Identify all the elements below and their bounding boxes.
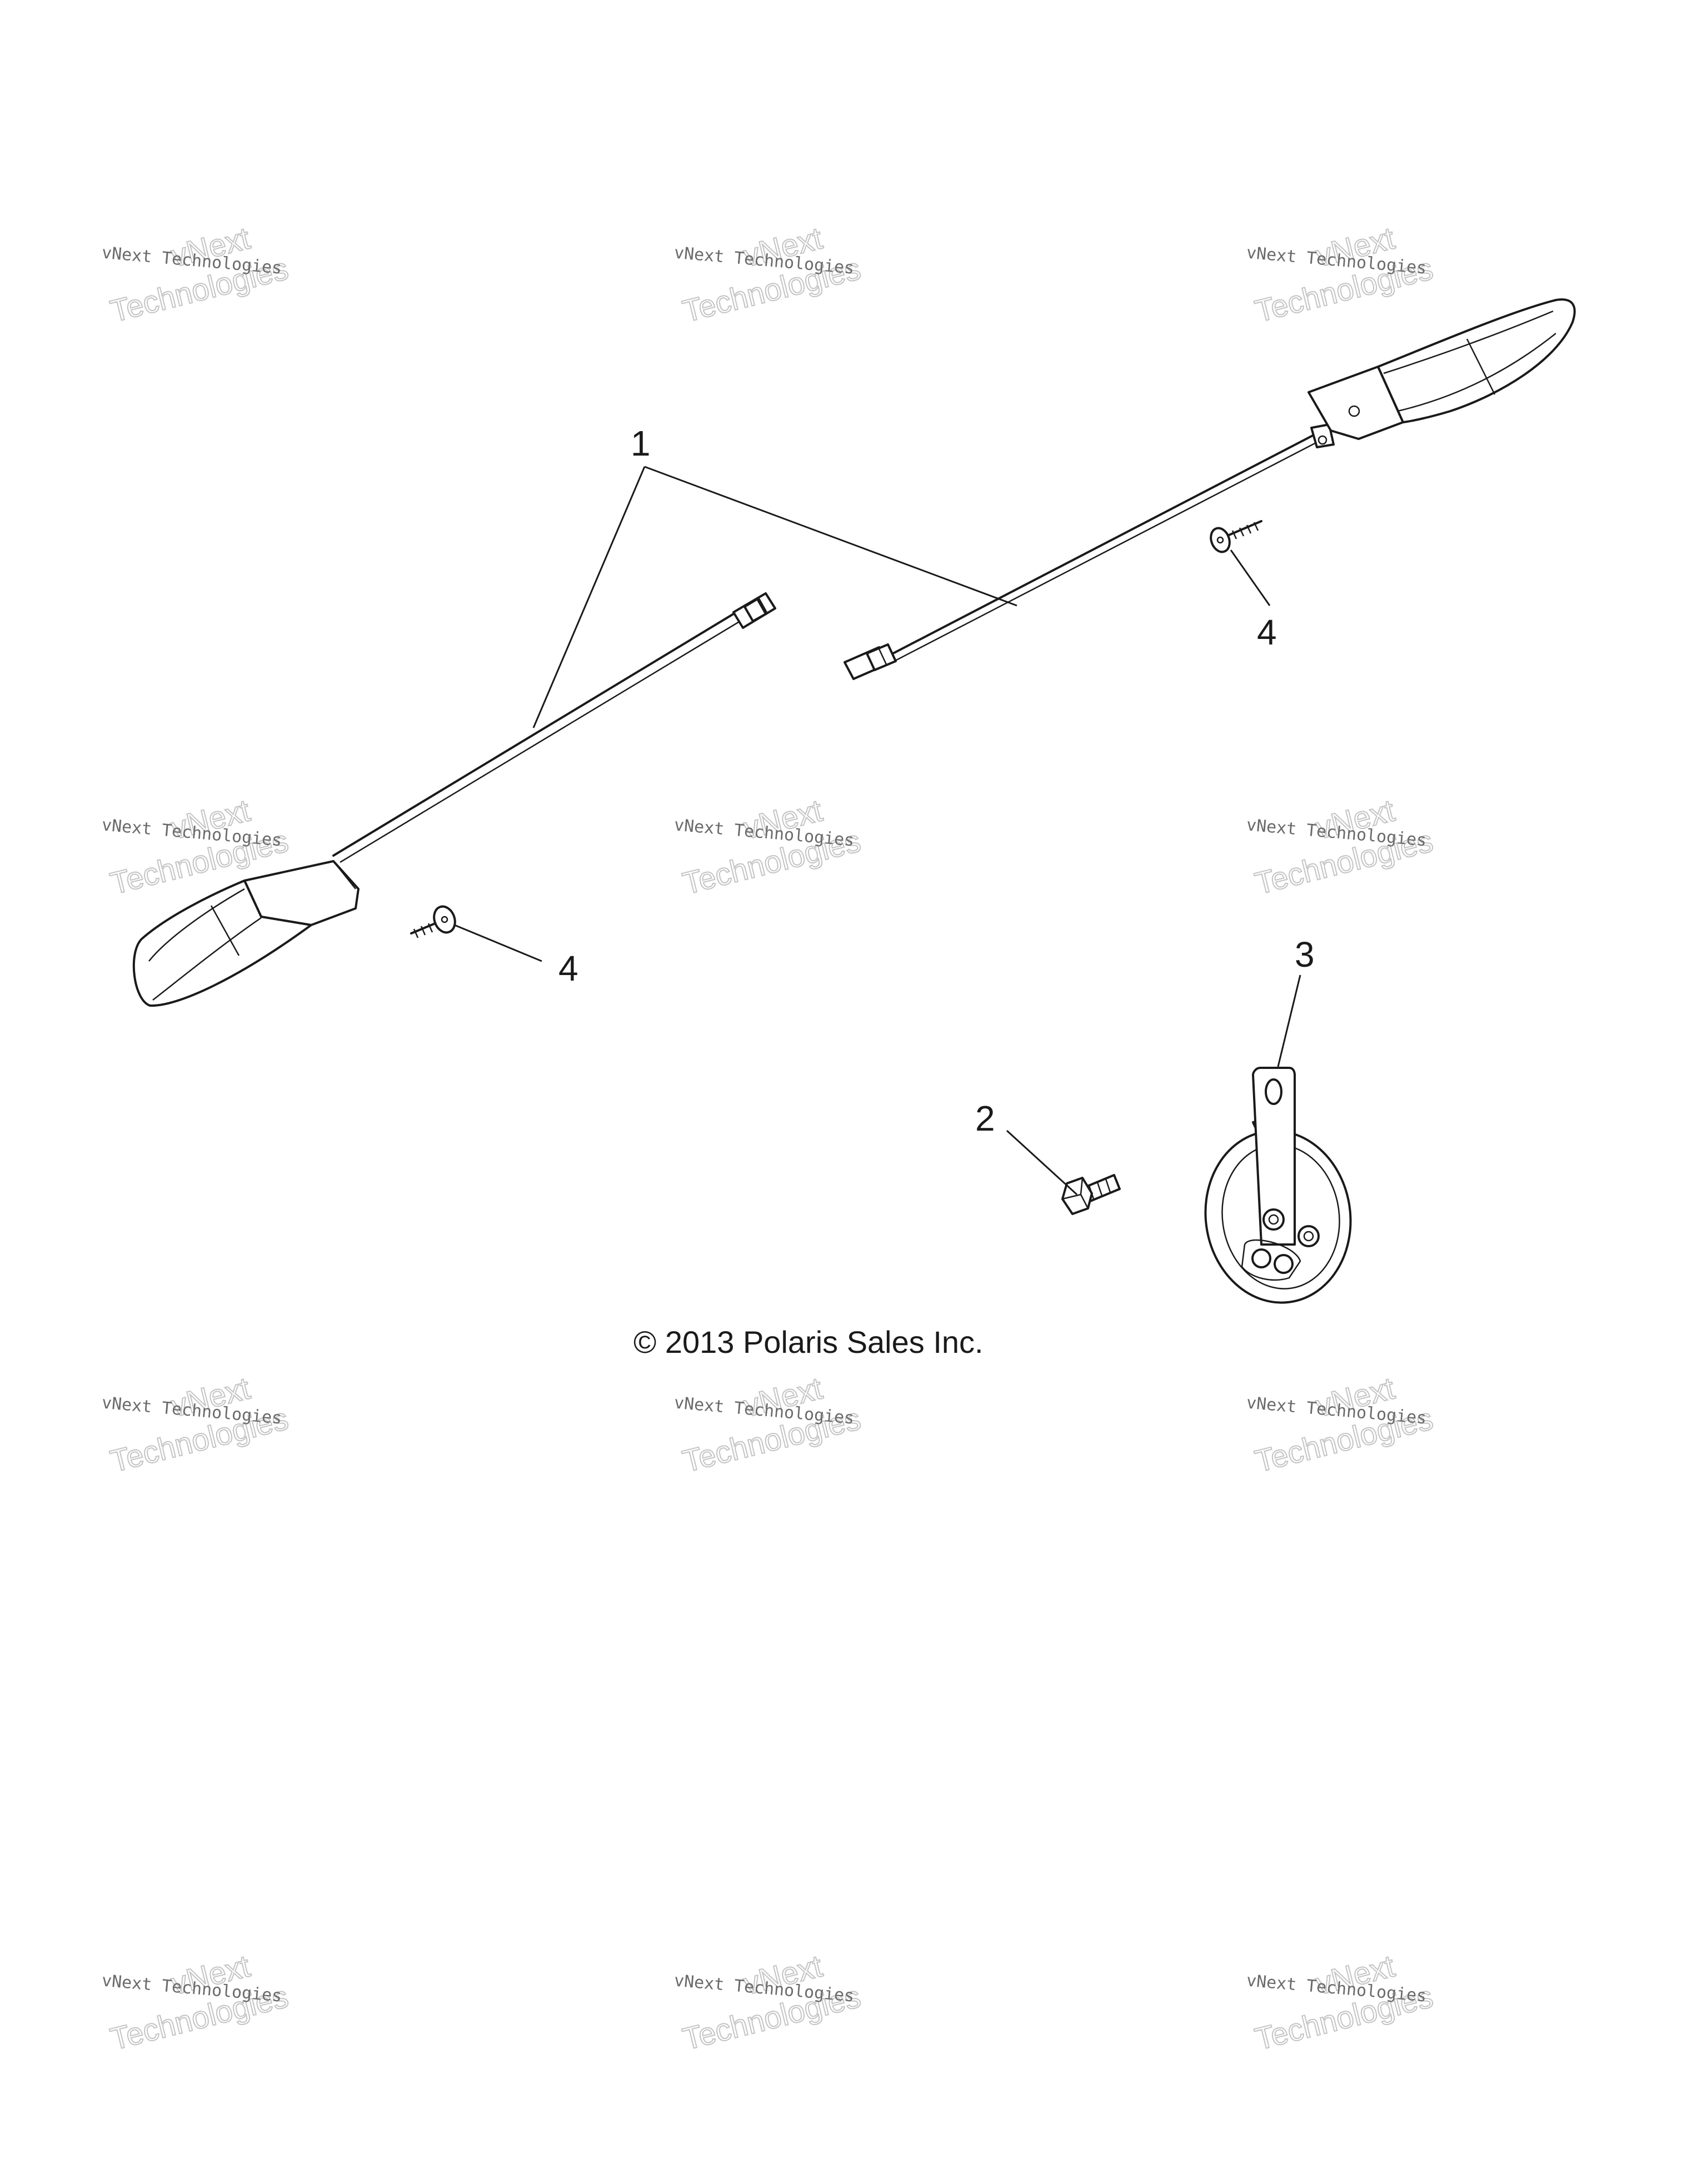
turn-signal-right-wire [882, 432, 1318, 659]
callout-1: 1 [631, 423, 651, 463]
watermark: vNext Technologies vNext Technologies [673, 1947, 865, 2057]
watermark: vNext Technologies vNext Technologies [673, 219, 865, 329]
turn-signal-right-lamp [1307, 298, 1576, 448]
watermark: vNext Technologies vNext Technologies [101, 1370, 292, 1479]
turn-signal-left [132, 592, 776, 1007]
leader-line-2 [1006, 1130, 1078, 1196]
screw-left [410, 905, 456, 938]
leader-line-3 [1277, 974, 1301, 1067]
turn-signal-left-lamp [132, 860, 360, 1007]
turn-signal-left-wire [332, 613, 735, 857]
watermark: vNext Technologies vNext Technologies [101, 219, 292, 329]
watermark: vNext Technologies vNext Technologies [1246, 1370, 1437, 1479]
watermark: vNext Technologies vNext Technologies [101, 1947, 292, 2057]
callout-3: 3 [1295, 934, 1315, 974]
leader-line-1-left [532, 466, 646, 728]
leader-line-1-right [644, 466, 1017, 607]
callouts: 1 4 4 3 2 [558, 423, 1315, 1138]
watermark: vNext Technologies vNext Technologies [673, 1370, 865, 1479]
callout-4-left: 4 [558, 948, 578, 988]
copyright-text: © 2013 Polaris Sales Inc. [633, 1325, 984, 1360]
watermark: vNext Technologies vNext Technologies [673, 792, 865, 901]
leader-line-4-left [454, 924, 542, 962]
watermark-grid: vNext Technologies vNext Technologies vN… [101, 219, 1437, 2057]
callout-4-right: 4 [1257, 612, 1277, 652]
watermark: vNext Technologies vNext Technologies [1246, 1947, 1437, 2057]
turn-signal-right-connector [843, 643, 897, 680]
screw-right [1210, 520, 1262, 553]
leader-lines [454, 466, 1301, 1196]
callout-2: 2 [975, 1098, 995, 1138]
turn-signal-right [843, 298, 1576, 680]
watermark: vNext Technologies vNext Technologies [1246, 219, 1437, 329]
bolt [1061, 1174, 1121, 1215]
leader-line-4-right [1230, 549, 1271, 606]
horn [1204, 1067, 1352, 1304]
watermark: vNext Technologies vNext Technologies [1246, 792, 1437, 901]
turn-signal-left-connector [732, 592, 776, 629]
